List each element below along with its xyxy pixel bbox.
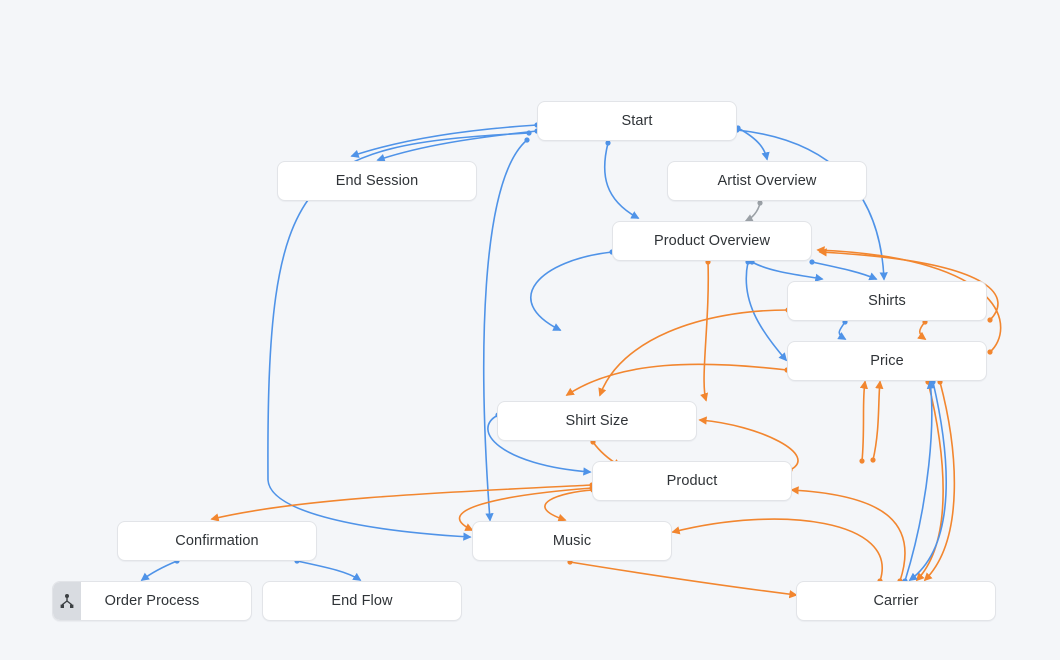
node-carrier[interactable]: Carrier [796,581,996,621]
node-label: Music [552,533,592,549]
node-label: Product Overview [653,233,771,249]
node-music[interactable]: Music [472,521,672,561]
edge-source-dot [987,349,993,355]
node-confirmation[interactable]: Confirmation [117,521,317,561]
node-label: Order Process [104,593,200,609]
edge-product-to-price[interactable] [859,380,869,462]
edge-source-dot [809,259,815,265]
node-shirt_size[interactable]: Shirt Size [497,401,697,441]
edge-price-to-carrier[interactable] [923,381,956,582]
edge-price-to-carrier[interactable] [915,381,944,582]
edge-shirts-to-shirt_size[interactable] [598,309,789,397]
edge-source-dot [605,140,611,146]
node-artist_overview[interactable]: Artist Overview [667,161,867,201]
edge-shirts-to-price[interactable] [917,321,927,340]
edge-price-to-carrier[interactable] [908,381,947,581]
edge-source-dot [524,137,530,143]
node-product[interactable]: Product [592,461,792,501]
edge-confirmation-to-order_process[interactable] [140,560,178,581]
edge-source-dot [526,130,532,136]
node-label: Shirt Size [565,413,629,429]
edge-start-to-end_session[interactable] [350,124,538,158]
node-label: Shirts [868,293,906,309]
edge-product-to-price[interactable] [872,380,884,461]
edge-start-to-artist_overview[interactable] [737,127,770,161]
edge-product_overview-to-price[interactable] [745,261,788,362]
edge-product-to-confirmation[interactable] [210,484,593,522]
node-label: Carrier [873,593,919,609]
node-label: Artist Overview [717,173,817,189]
edge-source-dot [859,458,865,464]
node-label: Product [666,473,718,489]
edge-source-dot [987,317,993,323]
edge-confirmation-to-end_flow[interactable] [296,560,362,581]
edge-product_overview-to-shirts[interactable] [811,261,878,281]
edge-product-to-music[interactable] [544,489,594,522]
node-label: Price [870,353,904,369]
node-label: Confirmation [175,533,259,549]
node-product_overview[interactable]: Product Overview [612,221,812,261]
edge-carrier-to-product[interactable] [790,486,906,582]
edge-music-to-carrier[interactable] [569,561,798,599]
hierarchy-icon [53,582,81,620]
node-start[interactable]: Start [537,101,737,141]
edge-product_overview-to-price[interactable] [530,251,613,331]
edge-carrier-to-price[interactable] [904,380,935,582]
node-price[interactable]: Price [787,341,987,381]
edge-product_overview-to-shirt_size[interactable] [700,261,710,402]
edge-source-dot [870,457,876,463]
node-label: Start [621,113,653,129]
node-label: End Session [335,173,419,189]
edge-start-to-music[interactable] [483,139,528,522]
node-shirts[interactable]: Shirts [787,281,987,321]
edge-artist_overview-to-product_overview[interactable] [744,202,761,222]
edge-shirts-to-price[interactable] [837,321,847,340]
edge-carrier-to-music[interactable] [671,518,883,582]
edge-start-to-end_session[interactable] [376,130,538,162]
edge-product_overview-to-shirts[interactable] [751,261,824,282]
node-label: End Flow [331,593,393,609]
edge-price-to-shirt_size[interactable] [565,363,788,396]
edge-start-to-product_overview[interactable] [603,142,640,219]
edge-source-dot [757,200,763,206]
node-end_session[interactable]: End Session [277,161,477,201]
node-order_process[interactable]: Order Process [52,581,252,621]
node-end_flow[interactable]: End Flow [262,581,462,621]
